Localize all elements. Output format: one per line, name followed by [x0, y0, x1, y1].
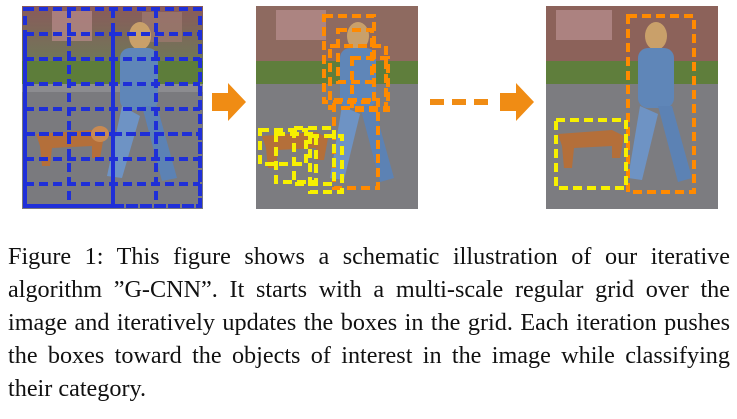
final-detections-image	[546, 6, 718, 209]
iteration-image	[256, 6, 418, 209]
figure-caption: Figure 1: This figure shows a schematic …	[8, 240, 730, 405]
dashed-arrow-right-icon	[430, 83, 534, 126]
arrow-right-icon	[212, 83, 246, 126]
figure	[0, 0, 737, 225]
grid-initial-image	[22, 6, 203, 209]
